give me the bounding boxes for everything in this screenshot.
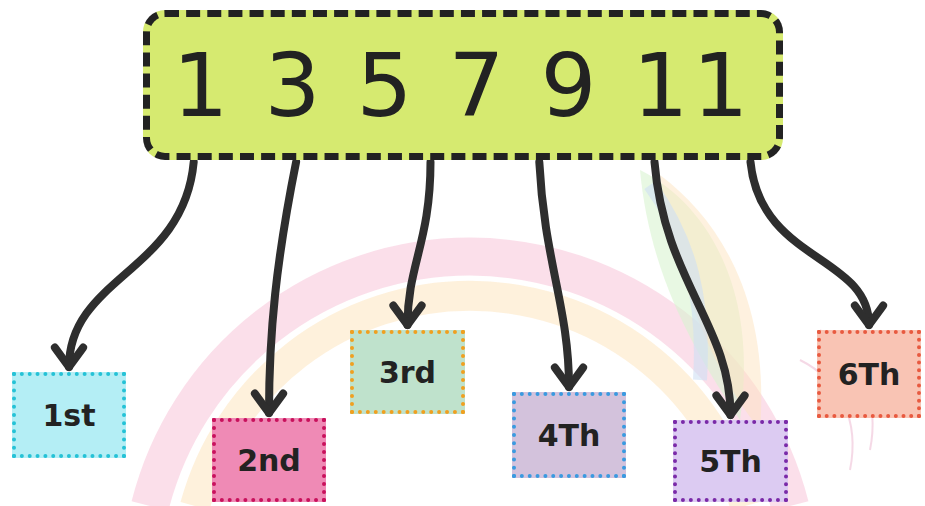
ordinal-box: 2nd xyxy=(212,418,326,502)
arrow-head xyxy=(255,394,283,413)
ordinal-box: 1st xyxy=(12,372,126,458)
arrow-head xyxy=(555,368,583,387)
arrow-shaft xyxy=(539,162,569,387)
arrow-shaft xyxy=(69,162,194,367)
curved-arrow xyxy=(655,162,745,415)
ordinal-label: 6Th xyxy=(838,357,901,392)
ordinal-label: 1st xyxy=(42,398,95,433)
curved-arrow xyxy=(539,162,583,387)
ordinal-box: 5Th xyxy=(673,420,788,502)
number-box: 1 3 5 7 9 11 xyxy=(143,10,783,160)
number-sequence: 1 3 5 7 9 11 xyxy=(173,34,753,137)
arrow-shaft xyxy=(269,162,296,413)
ordinal-box: 6Th xyxy=(817,330,921,418)
curved-arrow xyxy=(55,162,194,367)
curved-arrow xyxy=(751,162,884,325)
ordinal-box: 3rd xyxy=(350,330,465,414)
arrow-shaft xyxy=(751,162,870,325)
rainbow-arc xyxy=(195,296,745,506)
curved-arrow xyxy=(393,162,430,325)
ordinal-label: 3rd xyxy=(379,355,436,390)
ordinal-label: 2nd xyxy=(237,443,301,478)
arrow-head xyxy=(55,348,83,367)
arrow-head xyxy=(855,306,883,325)
arrow-shaft xyxy=(655,162,731,415)
arrow-head xyxy=(716,396,744,415)
feather-shape xyxy=(650,185,701,380)
arrow-shaft xyxy=(408,162,431,325)
ordinal-box: 4Th xyxy=(512,392,626,478)
arrow-head xyxy=(393,306,421,325)
ordinal-label: 5Th xyxy=(699,444,762,479)
curved-arrow xyxy=(255,162,296,413)
ordinal-label: 4Th xyxy=(538,418,601,453)
